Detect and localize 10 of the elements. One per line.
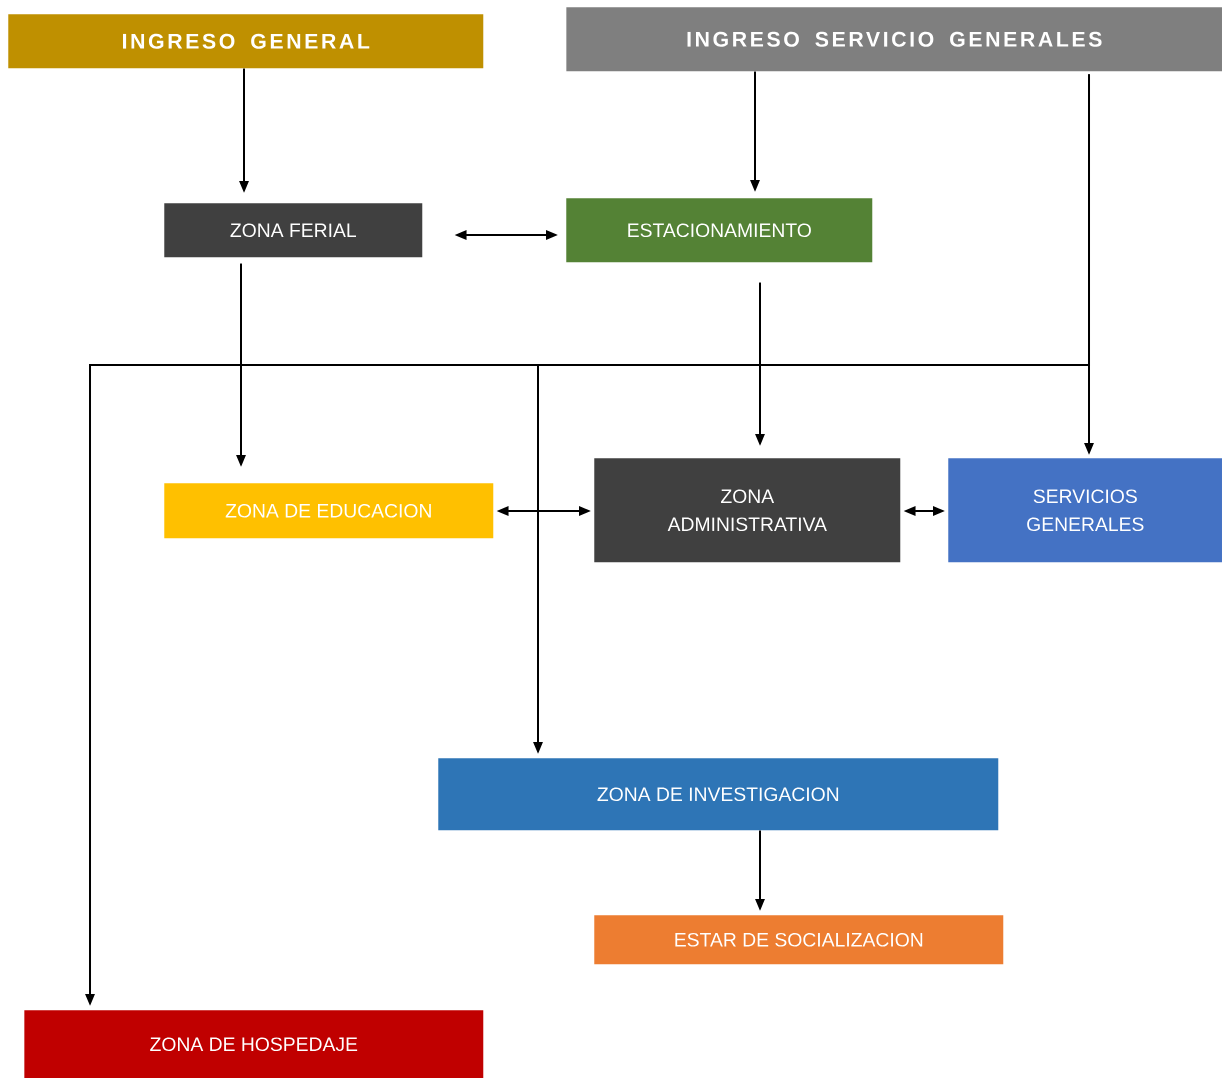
zone-box: ESTAR DE SOCIALIZACION (594, 915, 1004, 965)
header-banner: INGRESO GENERAL (8, 14, 484, 69)
header-banner: INGRESO SERVICIO GENERALES (566, 7, 1222, 72)
zone-box: SERVICIOS GENERALES (948, 458, 1222, 563)
zone-box: ESTACIONAMIENTO (566, 198, 873, 263)
zone-box: ZONA FERIAL (164, 203, 423, 258)
zone-box: ZONA DE INVESTIGACION (438, 758, 999, 831)
zone-box: ZONA ADMINISTRATIVA (594, 458, 901, 563)
zone-box: ZONA DE EDUCACION (164, 483, 494, 539)
zone-box: ZONA DE HOSPEDAJE (24, 1010, 484, 1078)
